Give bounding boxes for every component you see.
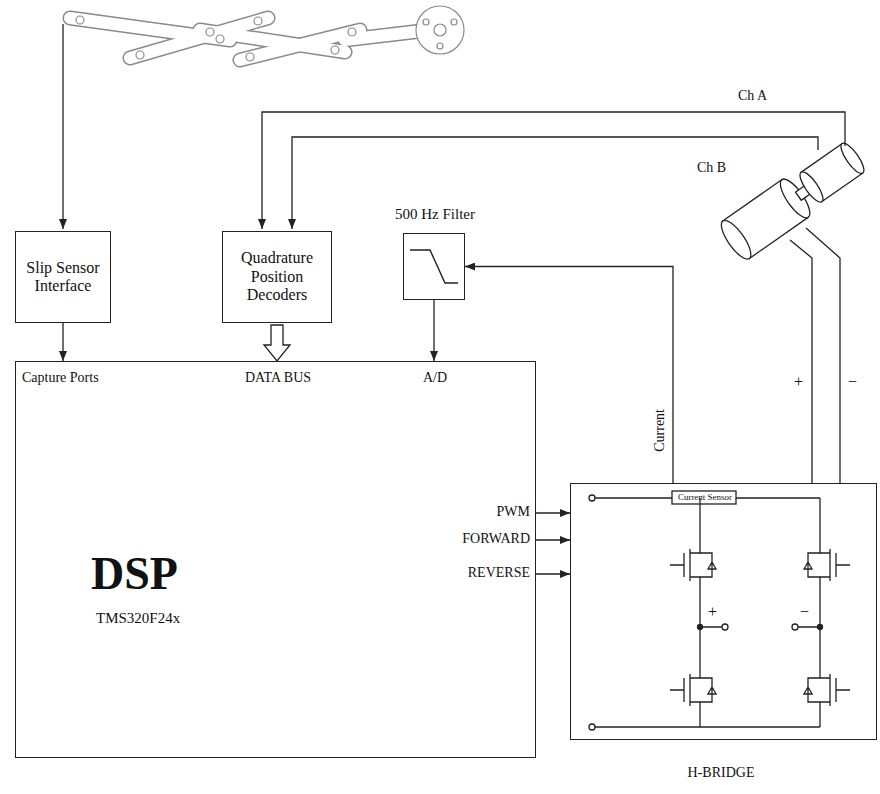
box-label: TMS320F24x — [96, 610, 180, 627]
finger-linkage — [70, 6, 464, 61]
dsp-box: Capture Ports DATA BUS A/D DSP TMS320F24x — [15, 361, 536, 758]
signal-arrow — [536, 573, 570, 574]
box-label: DATA BUS — [245, 370, 311, 386]
box-label: A/D — [423, 370, 447, 386]
box-label: Slip Sensor Interface — [16, 259, 110, 296]
signal-arrow — [62, 323, 63, 361]
signal-arrow — [465, 267, 673, 484]
signal-arrow — [536, 539, 570, 540]
slip-signal-wire — [62, 24, 63, 229]
signal-arrow — [433, 300, 434, 361]
box-label: 500 Hz Filter — [395, 206, 475, 223]
h-bridge-box: Current SensorH-BRIDGE — [570, 483, 877, 740]
filter-box: 500 Hz Filter — [403, 233, 465, 300]
motor-wires — [790, 228, 840, 483]
polarity-sign: − — [848, 372, 857, 391]
box-label: Current Sensor — [678, 492, 732, 502]
signal-name: Current — [652, 409, 669, 452]
encoder-wires — [262, 112, 845, 229]
signal-name: REVERSE — [468, 565, 530, 582]
box-label: Capture Ports — [22, 370, 99, 386]
polarity-sign: + — [794, 372, 803, 391]
polarity-sign: − — [800, 602, 809, 621]
decoder-box: Quadrature Position Decoders — [222, 231, 332, 323]
h-bridge-circuit — [589, 491, 850, 730]
signal-name: PWM — [497, 504, 530, 521]
channel-name: Ch A — [738, 88, 767, 105]
box-label: Quadrature Position Decoders — [223, 249, 331, 304]
signal-arrow — [536, 512, 570, 513]
polarity-sign: + — [708, 602, 717, 621]
signal-name: FORWARD — [462, 531, 530, 548]
interface-box: Slip Sensor Interface — [15, 231, 111, 323]
bus-arrow — [264, 325, 290, 361]
box-label: H-BRIDGE — [688, 765, 755, 781]
box-label: DSP — [91, 548, 178, 601]
motor-encoder — [716, 136, 870, 263]
channel-name: Ch B — [697, 160, 726, 177]
lowpass-symbol — [410, 250, 458, 283]
